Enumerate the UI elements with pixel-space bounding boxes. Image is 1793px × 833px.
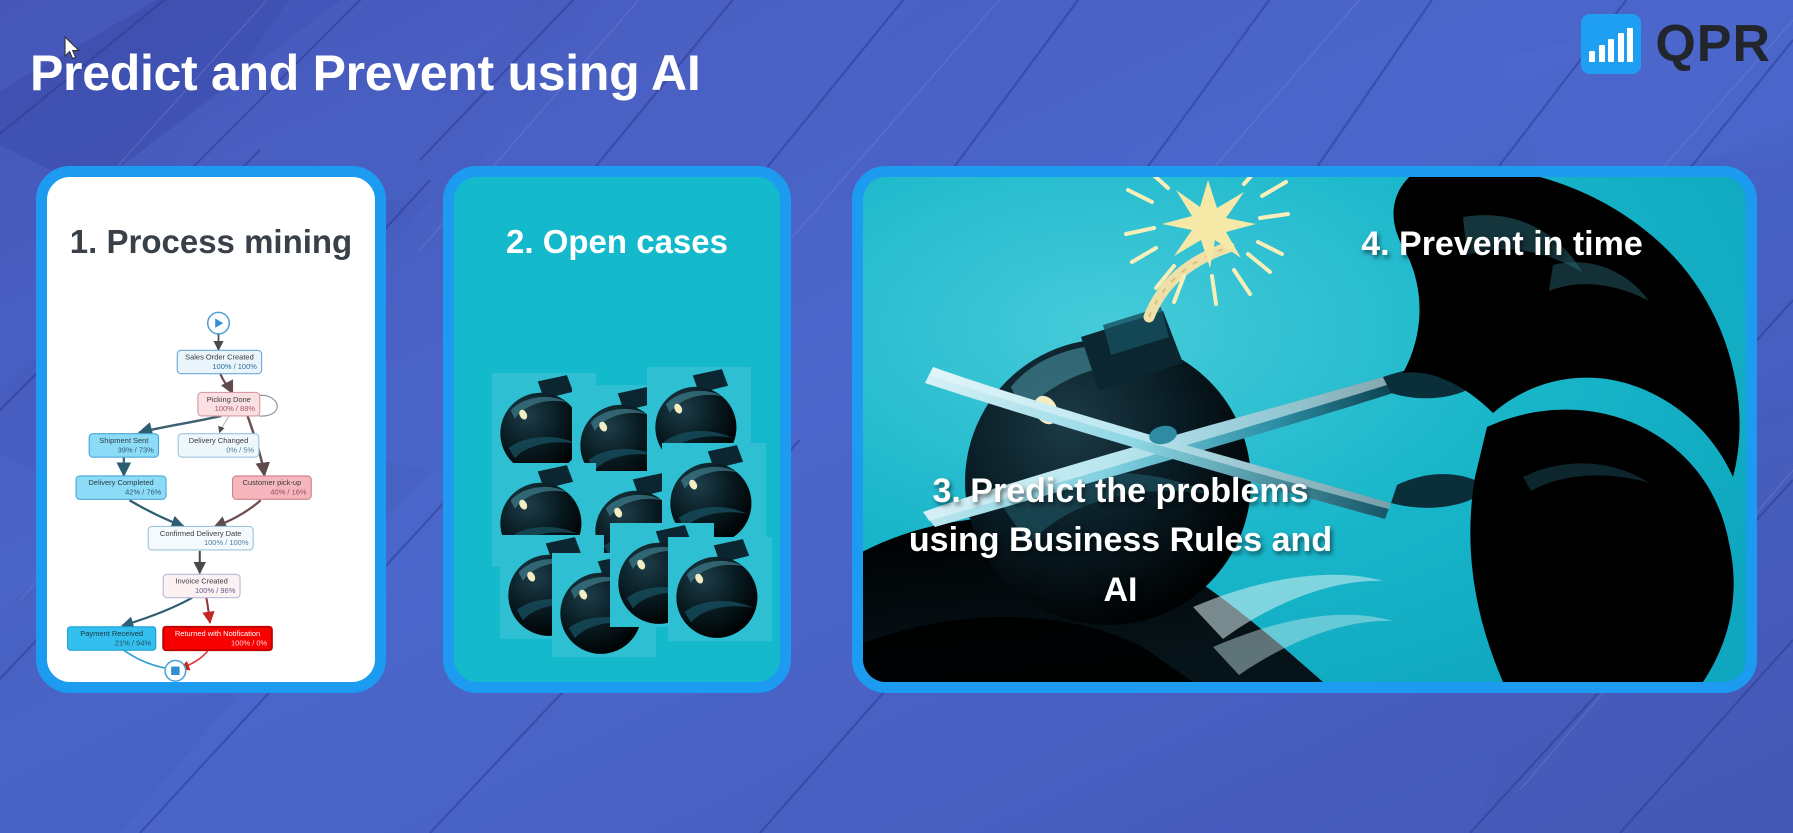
scissors-icon [923,366,1489,527]
process-node-highlighted: Returned with Notification 100% / 0% [162,625,273,652]
page-title: Predict and Prevent using AI [30,45,701,101]
svg-text:100% / 88%: 100% / 88% [215,404,256,413]
process-map-diagram[interactable]: Sales Order Created 100% / 100% Picking … [47,289,375,682]
svg-text:40% / 16%: 40% / 16% [270,488,307,497]
svg-text:Delivery Changed: Delivery Changed [189,436,249,445]
process-node: Customer pick-up 40% / 16% [231,475,312,500]
svg-text:39% / 73%: 39% / 73% [118,445,155,454]
svg-text:Shipment Sent: Shipment Sent [99,436,149,445]
svg-text:100% / 100%: 100% / 100% [212,362,257,371]
panel-1-heading: 1. Process mining [69,223,353,260]
panel-open-cases[interactable]: 2. Open cases [443,166,791,693]
panel-3-heading-predict: 3. Predict the problems using Business R… [908,472,1333,609]
svg-text:Invoice Created: Invoice Created [175,577,227,586]
svg-text:Delivery Completed: Delivery Completed [88,478,153,487]
bomb-icon [668,537,772,641]
panel-process-mining[interactable]: 1. Process mining [36,166,386,693]
svg-text:Returned with Notification: Returned with Notification [175,629,260,638]
svg-text:0% / 5%: 0% / 5% [226,445,254,454]
process-node: Picking Done 100% / 88% [197,391,261,417]
svg-text:100% / 100%: 100% / 100% [204,538,249,547]
process-node: Payment Received 21% / 94% [67,626,157,651]
svg-text:21% / 94%: 21% / 94% [115,639,152,648]
bar-chart-icon [1581,14,1642,74]
bomb-case-grid [492,367,772,657]
svg-text:Sales Order Created: Sales Order Created [185,353,254,362]
svg-text:Confirmed Delivery Date: Confirmed Delivery Date [160,529,242,538]
process-node: Sales Order Created 100% / 100% [176,349,263,375]
svg-text:100% / 96%: 100% / 96% [195,586,236,595]
svg-text:100% / 0%: 100% / 0% [231,639,268,648]
process-node: Delivery Completed 42% / 76% [75,475,167,500]
svg-text:42% / 76%: 42% / 76% [125,488,162,497]
panel-3-heading-prevent: 4. Prevent in time [1361,225,1643,263]
svg-text:Payment Received: Payment Received [80,629,143,638]
qpr-logo: QPR [1581,14,1771,74]
bomb-scene-illustration [863,177,1746,682]
svg-text:Picking Done: Picking Done [207,395,251,404]
panel-predict-prevent[interactable]: 4. Prevent in time 3. Predict the proble… [852,166,1757,693]
process-node: Invoice Created 100% / 96% [162,573,241,599]
process-node: Delivery Changed 0% / 5% [177,433,260,458]
process-node: Shipment Sent 39% / 73% [88,433,160,458]
process-node: Confirmed Delivery Date 100% / 100% [147,525,254,551]
panel-2-heading: 2. Open cases [506,223,728,260]
svg-text:Customer pick-up: Customer pick-up [243,478,302,487]
mouse-pointer-icon [64,35,82,62]
logo-text: QPR [1655,15,1771,73]
